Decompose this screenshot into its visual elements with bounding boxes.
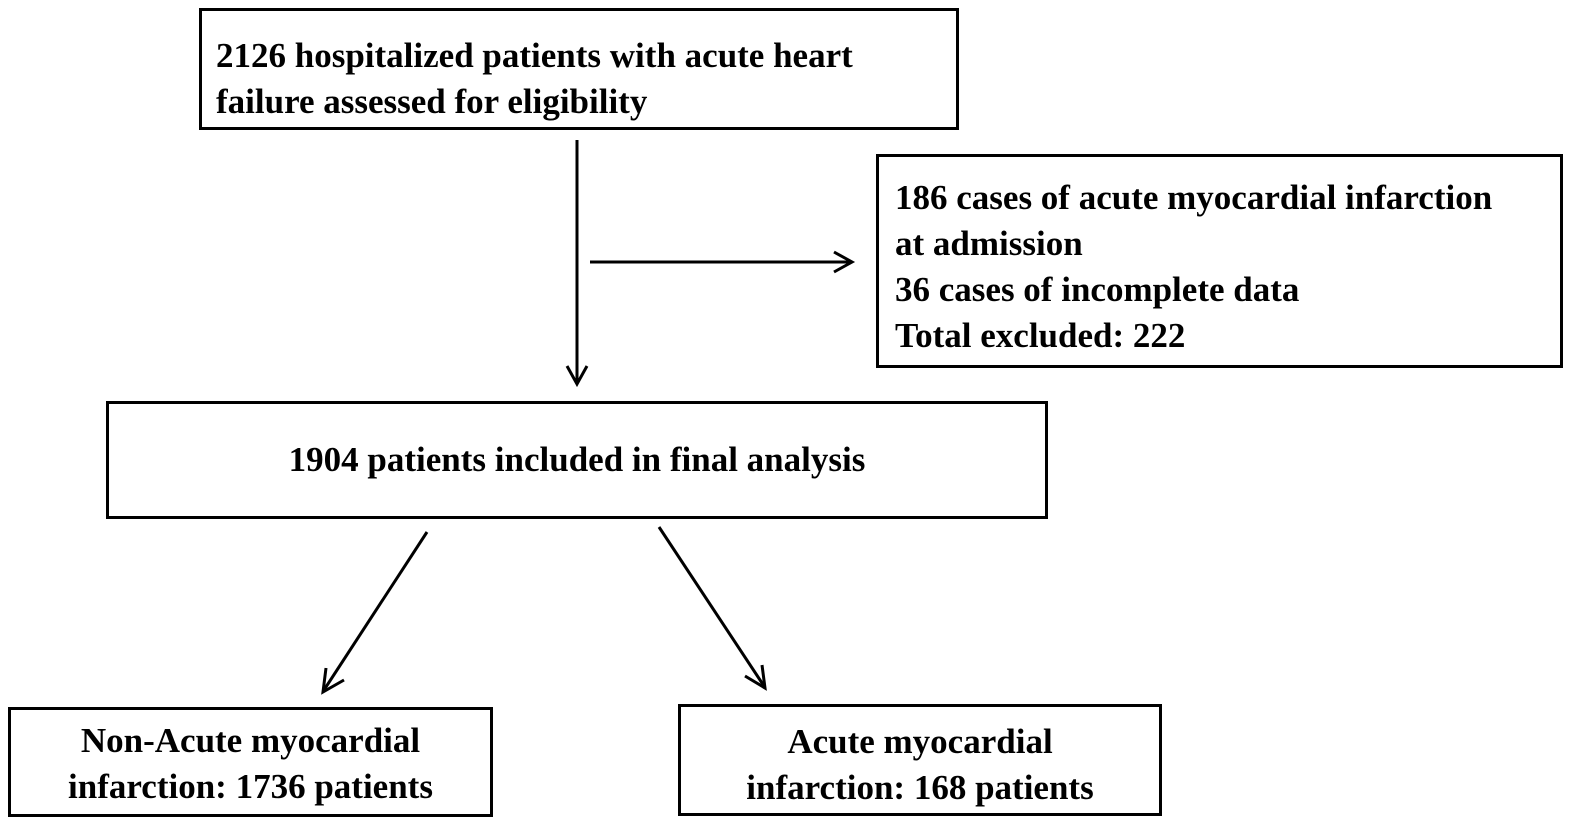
excluded-box-line-1: 186 cases of acute myocardial infarction xyxy=(895,178,1493,217)
ami-box: Acute myocardial infarction: 168 patient… xyxy=(678,704,1162,816)
arrowhead-right-icon xyxy=(833,250,856,274)
assessed-box: 2126 hospitalized patients with acute he… xyxy=(199,8,959,130)
arrowhead-right-diagonal-icon xyxy=(744,664,767,691)
assessed-box-line-1: 2126 hospitalized patients with acute he… xyxy=(216,36,853,75)
excluded-box-line-2: at admission xyxy=(895,224,1083,263)
ami-box-line-1: Acute myocardial xyxy=(787,722,1053,761)
assessed-box-line-2: failure assessed for eligibility xyxy=(216,82,648,121)
excluded-box: 186 cases of acute myocardial infarction… xyxy=(876,154,1563,368)
arrow-included-to-ami xyxy=(657,526,766,687)
ami-box-line-2: infarction: 168 patients xyxy=(746,768,1094,807)
non-ami-box-line-1: Non-Acute myocardial xyxy=(80,721,421,760)
non-ami-box: Non-Acute myocardial infarction: 1736 pa… xyxy=(8,707,493,817)
arrow-included-to-non-ami xyxy=(322,531,429,691)
included-box: 1904 patients included in final analysis xyxy=(106,401,1048,519)
included-box-text: 1904 patients included in final analysis xyxy=(288,440,866,479)
arrowhead-down-icon xyxy=(565,365,589,388)
arrowhead-left-diagonal-icon xyxy=(321,667,345,695)
excluded-box-line-4: Total excluded: 222 xyxy=(895,316,1186,355)
excluded-box-line-3: 36 cases of incomplete data xyxy=(895,270,1300,309)
non-ami-box-line-2: infarction: 1736 patients xyxy=(68,767,433,806)
